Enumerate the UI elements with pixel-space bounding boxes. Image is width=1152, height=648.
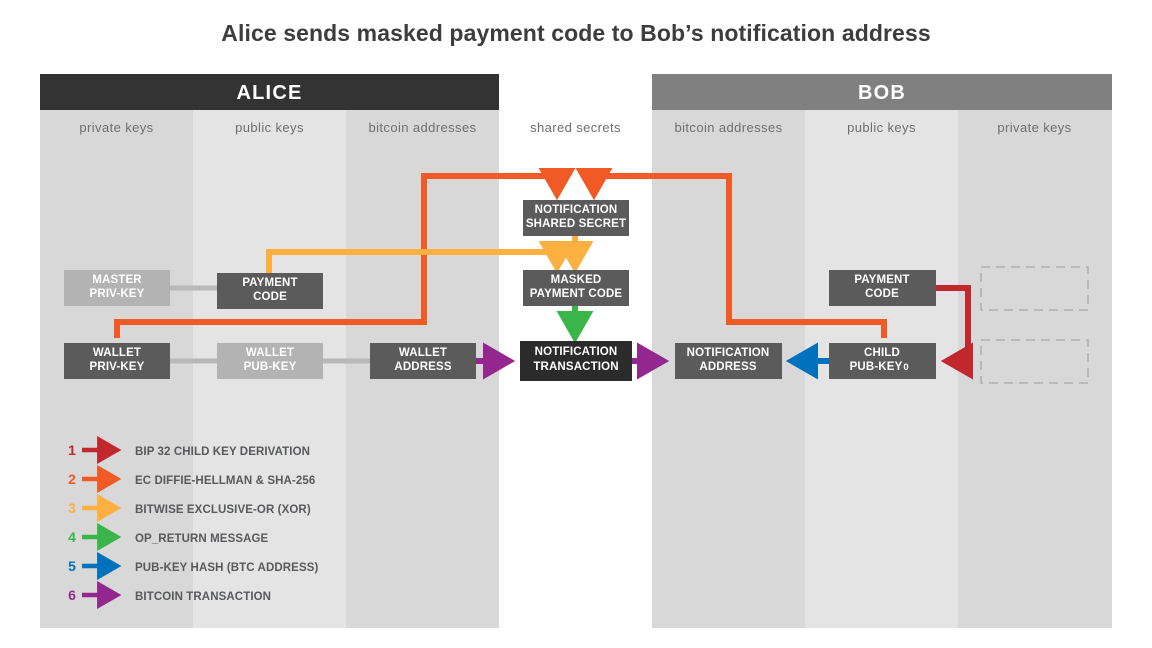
node-bob-payment-code-line2: CODE <box>865 288 899 300</box>
node-bob-notification-address[interactable]: NOTIFICATION ADDRESS <box>675 343 782 379</box>
legend-item-1: 1 BIP 32 CHILD KEY DERIVATION <box>68 436 310 464</box>
node-bob-payment-code[interactable]: PAYMENT CODE <box>829 270 936 306</box>
dashed-box-bob-private-key-bottom <box>980 339 1089 384</box>
column-label-alice-private-keys: private keys <box>79 120 153 135</box>
node-alice-wallet-pub-key-line1: WALLET <box>246 347 294 359</box>
node-alice-master-priv-key[interactable]: MASTER PRIV-KEY <box>64 270 170 306</box>
node-bob-payment-code-line1: PAYMENT <box>854 274 909 286</box>
column-label-bob-bitcoin-addresses: bitcoin addresses <box>675 120 783 135</box>
legend-item-6: 6 BITCOIN TRANSACTION <box>68 581 271 609</box>
legend-item-6-label: BITCOIN TRANSACTION <box>135 591 271 603</box>
node-alice-payment-code-line2: CODE <box>253 291 287 303</box>
legend: 1 BIP 32 CHILD KEY DERIVATION 2 EC DIFFI… <box>68 436 318 609</box>
page-title: Alice sends masked payment code to Bob’s… <box>221 20 931 46</box>
column-label-alice-public-keys: public keys <box>235 120 304 135</box>
party-header-bob-label: BOB <box>858 82 906 104</box>
legend-item-3: 3 BITWISE EXCLUSIVE-OR (XOR) <box>68 494 311 522</box>
dashed-placeholders <box>980 266 1089 384</box>
node-notification-transaction-line2: TRANSACTION <box>533 361 618 373</box>
column-label-alice-bitcoin-addresses: bitcoin addresses <box>369 120 477 135</box>
node-bob-notification-address-line1: NOTIFICATION <box>687 347 770 359</box>
node-bob-notification-address-line2: ADDRESS <box>699 361 756 373</box>
party-header-alice: ALICE <box>40 74 499 110</box>
nodes: NOTIFICATION SHARED SECRET MASTER PRIV-K… <box>64 200 936 381</box>
column-label-bob-private-keys: private keys <box>997 120 1071 135</box>
column-labels: private keys public keys bitcoin address… <box>79 120 1071 135</box>
node-alice-wallet-address-line2: ADDRESS <box>394 361 451 373</box>
legend-item-2-number: 2 <box>68 471 76 487</box>
node-alice-payment-code[interactable]: PAYMENT CODE <box>217 273 323 309</box>
arrow-ecdh-bob <box>575 167 887 338</box>
node-notification-shared-secret[interactable]: NOTIFICATION SHARED SECRET <box>523 200 629 236</box>
legend-item-3-number: 3 <box>68 500 76 516</box>
node-alice-master-priv-key-line1: MASTER <box>92 274 142 286</box>
node-alice-wallet-address[interactable]: WALLET ADDRESS <box>370 343 476 379</box>
legend-item-4-label: OP_RETURN MESSAGE <box>135 533 269 545</box>
node-notification-transaction-line1: NOTIFICATION <box>535 346 618 358</box>
arrow-layer-behind <box>114 167 974 380</box>
dashed-box-bob-private-key-top <box>980 266 1089 311</box>
party-header-alice-label: ALICE <box>237 82 303 104</box>
column-label-shared-secrets: shared secrets <box>530 120 621 135</box>
node-alice-wallet-priv-key-line2: PRIV-KEY <box>90 361 145 373</box>
arrow-xor-payment-code <box>266 240 576 274</box>
legend-item-1-number: 1 <box>68 442 76 458</box>
legend-item-5-number: 5 <box>68 558 76 574</box>
arrow-bip32 <box>936 285 974 380</box>
legend-item-5: 5 PUB-KEY HASH (BTC ADDRESS) <box>68 552 318 580</box>
node-alice-wallet-pub-key[interactable]: WALLET PUB-KEY <box>217 343 323 379</box>
legend-item-1-label: BIP 32 CHILD KEY DERIVATION <box>135 446 310 458</box>
node-alice-master-priv-key-line2: PRIV-KEY <box>90 288 145 300</box>
node-bob-child-pub-key-0[interactable]: CHILD PUB-KEY 0 <box>829 343 936 379</box>
node-masked-payment-code-line1: MASKED <box>551 274 602 286</box>
legend-item-2-label: EC DIFFIE-HELLMAN & SHA-256 <box>135 475 315 487</box>
node-bob-child-pub-key-0-line2: PUB-KEY <box>850 361 903 373</box>
legend-item-2: 2 EC DIFFIE-HELLMAN & SHA-256 <box>68 465 315 493</box>
node-notification-shared-secret-line2: SHARED SECRET <box>526 218 626 230</box>
node-bob-child-pub-key-0-subscript: 0 <box>903 362 908 373</box>
node-masked-payment-code-line2: PAYMENT CODE <box>530 288 623 300</box>
legend-item-6-number: 6 <box>68 587 76 603</box>
node-alice-wallet-priv-key[interactable]: WALLET PRIV-KEY <box>64 343 170 379</box>
column-label-bob-public-keys: public keys <box>847 120 916 135</box>
node-alice-wallet-address-line1: WALLET <box>399 347 447 359</box>
node-notification-transaction[interactable]: NOTIFICATION TRANSACTION <box>520 341 632 381</box>
node-alice-wallet-priv-key-line1: WALLET <box>93 347 141 359</box>
party-header-bob: BOB <box>652 74 1112 110</box>
node-masked-payment-code[interactable]: MASKED PAYMENT CODE <box>523 270 629 306</box>
legend-item-3-label: BITWISE EXCLUSIVE-OR (XOR) <box>135 504 311 516</box>
legend-item-5-label: PUB-KEY HASH (BTC ADDRESS) <box>135 562 318 574</box>
legend-item-4: 4 OP_RETURN MESSAGE <box>68 523 269 551</box>
node-bob-child-pub-key-0-line1: CHILD <box>864 347 900 359</box>
node-notification-shared-secret-line1: NOTIFICATION <box>535 204 618 216</box>
legend-item-4-number: 4 <box>68 529 76 545</box>
node-alice-payment-code-line1: PAYMENT <box>242 277 297 289</box>
node-alice-wallet-pub-key-line2: PUB-KEY <box>244 361 297 373</box>
band-bob-private-keys <box>958 110 1112 628</box>
